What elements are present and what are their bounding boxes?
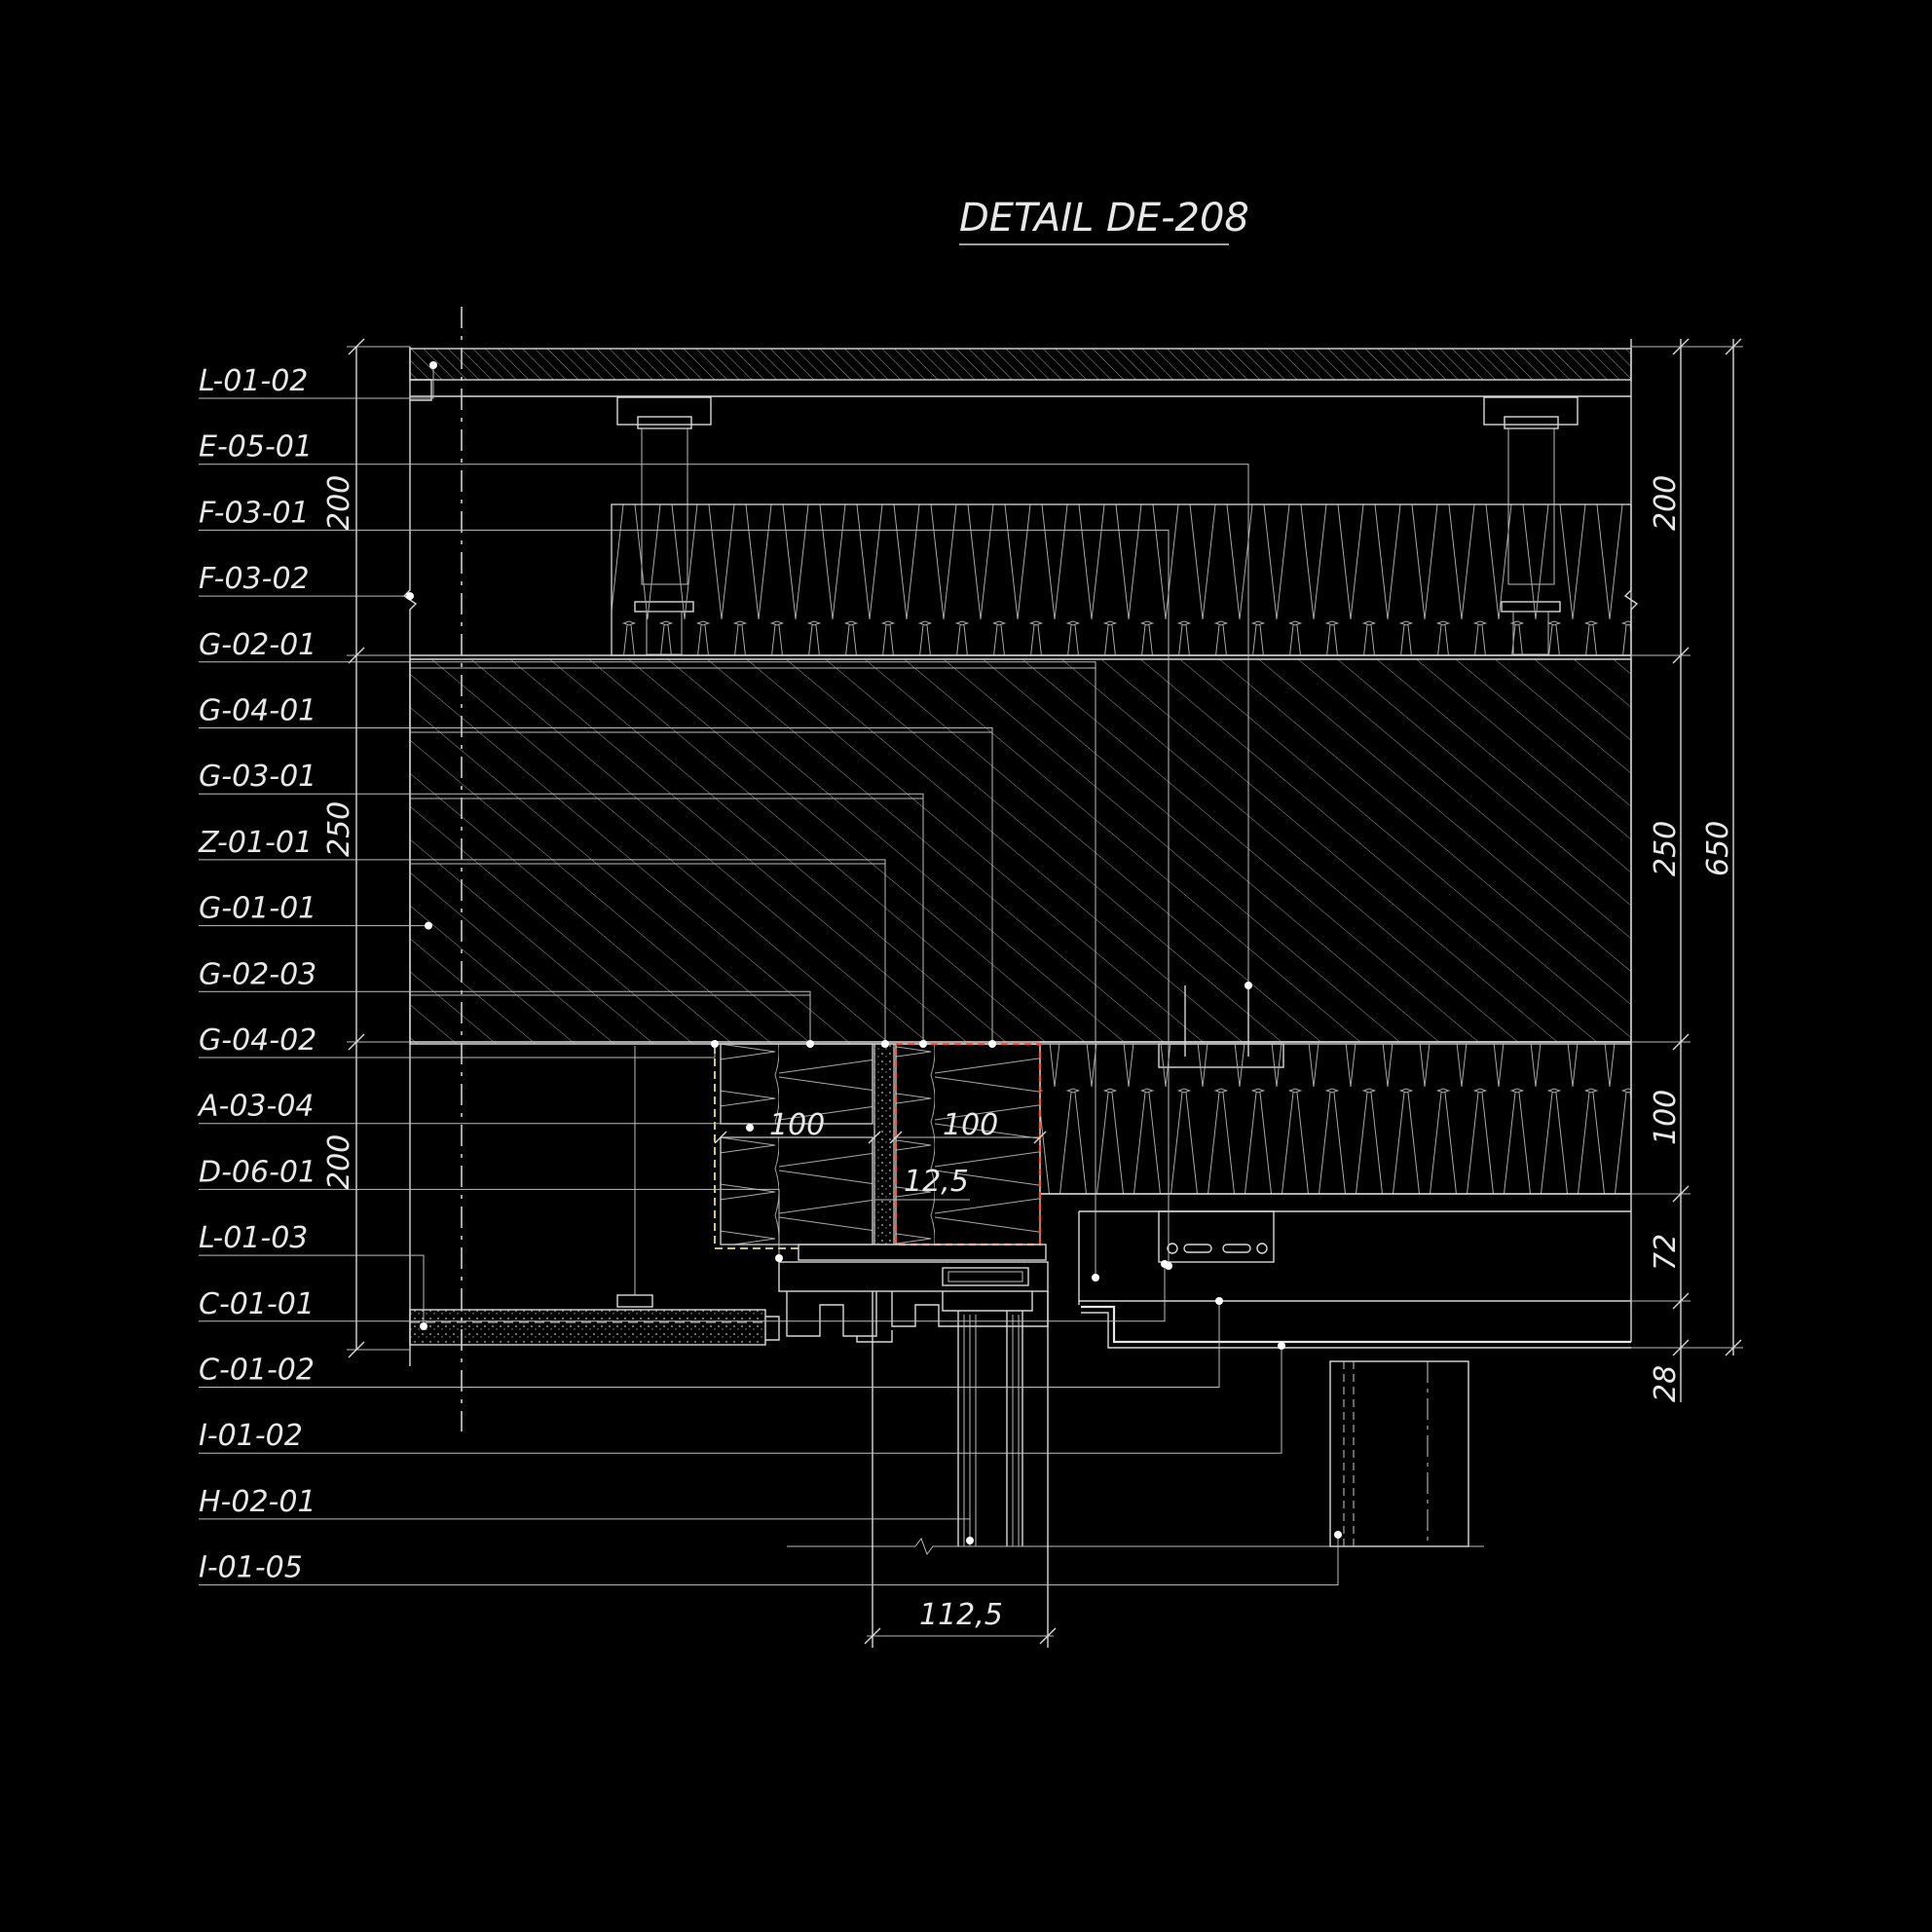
label-d-06-01: D-06-01 xyxy=(199,1155,316,1189)
leader-dot-l-01-02 xyxy=(429,361,437,369)
mullion xyxy=(1329,1360,1469,1547)
leader-dot-f-03-02 xyxy=(406,592,414,601)
leader-dot-g-04-01 xyxy=(988,1040,996,1048)
leader-dot-i-01-02 xyxy=(1278,1342,1285,1350)
box-right xyxy=(894,1042,1042,1246)
leader-dot-i-01-05 xyxy=(1334,1531,1342,1539)
dim-right-72: 72 xyxy=(1649,1234,1683,1271)
lower-insulation xyxy=(1039,1043,1632,1195)
left-dimensions: 200 250 200 xyxy=(322,338,410,1358)
label-a-03-04: A-03-04 xyxy=(197,1090,315,1124)
leader-dot-g-04-02 xyxy=(711,1040,719,1048)
mortar-strip xyxy=(873,1043,895,1245)
dim-left-mid: 250 xyxy=(322,801,356,857)
window-frame xyxy=(778,1244,1049,1343)
label-g-04-02: G-04-02 xyxy=(199,1023,316,1058)
label-g-04-01: G-04-01 xyxy=(199,694,316,728)
leader-dot-h-02-01 xyxy=(966,1537,974,1544)
leader-a-03-04 xyxy=(199,1123,751,1128)
leader-z-01-01 xyxy=(199,859,886,1044)
label-i-01-02: I-01-02 xyxy=(199,1419,303,1453)
leader-f-03-01 xyxy=(199,529,1170,1266)
label-list: L-01-02E-05-01F-03-01F-03-02G-02-01G-04-… xyxy=(197,364,316,1585)
dim-right-28: 28 xyxy=(1649,1365,1683,1402)
label-c-01-02: C-01-02 xyxy=(199,1354,315,1388)
ceiling-board-left xyxy=(409,1046,780,1346)
leader-dot-e-05-01 xyxy=(1245,982,1252,989)
dim-gap: 12,5 xyxy=(904,1165,969,1199)
dim-right-250: 250 xyxy=(1649,821,1683,876)
leader-dot-g-02-01 xyxy=(1092,1274,1099,1282)
leader-c-01-01 xyxy=(199,1264,1166,1322)
leader-dot-g-02-03 xyxy=(806,1040,814,1048)
upper-insulation xyxy=(611,503,1632,656)
leader-e-05-01 xyxy=(199,464,1249,985)
label-f-03-02: F-03-02 xyxy=(199,562,310,596)
leader-dot-g-01-01 xyxy=(425,921,432,930)
leader-l-01-02 xyxy=(199,365,434,399)
box-left xyxy=(714,1043,873,1249)
label-g-03-01: G-03-01 xyxy=(199,760,316,794)
glazing xyxy=(787,1311,1484,1556)
dim-box-right: 100 xyxy=(943,1108,998,1142)
top-slab xyxy=(409,348,1632,401)
leader-c-01-02 xyxy=(199,1301,1220,1388)
label-e-05-01: E-05-01 xyxy=(199,430,313,464)
dim-bottom: 112,5 xyxy=(919,1598,1003,1632)
detail-title: DETAIL DE-208 xyxy=(959,196,1249,241)
leader-dot-z-01-01 xyxy=(881,1040,889,1048)
leader-g-02-01 xyxy=(199,661,1096,1278)
leader-i-01-05 xyxy=(199,1535,1339,1586)
label-f-03-01: F-03-01 xyxy=(199,496,310,530)
leaders xyxy=(199,361,1342,1586)
leader-i-01-02 xyxy=(199,1346,1282,1454)
leader-dot-c-01-01 xyxy=(1161,1260,1169,1268)
ceiling-cladding xyxy=(1081,1305,1631,1344)
dim-box-left: 100 xyxy=(769,1108,825,1142)
dim-left-top: 200 xyxy=(322,475,356,531)
leader-h-02-01 xyxy=(199,1518,971,1541)
leader-dot-c-01-02 xyxy=(1215,1297,1223,1305)
label-g-02-03: G-02-03 xyxy=(199,957,316,991)
leader-dot-g-03-01 xyxy=(919,1040,927,1048)
dim-right-100: 100 xyxy=(1649,1090,1683,1145)
concrete-slab xyxy=(409,658,1632,1045)
support-bracket xyxy=(1078,1210,1631,1305)
label-z-01-01: Z-01-01 xyxy=(198,826,313,860)
leader-dot-l-01-03 xyxy=(420,1322,427,1330)
inner-dimensions: 100 100 12,5 112,5 xyxy=(714,1108,1057,1648)
right-dimensions: 200 250 100 72 28 650 xyxy=(1631,338,1743,1402)
dim-right-total: 650 xyxy=(1701,821,1735,876)
leader-g-02-03 xyxy=(199,990,811,1044)
leader-g-03-01 xyxy=(199,793,924,1044)
leader-l-01-03 xyxy=(199,1254,425,1326)
label-c-01-01: C-01-01 xyxy=(199,1287,315,1321)
dim-right-200: 200 xyxy=(1649,475,1683,531)
dim-left-bottom: 200 xyxy=(322,1134,356,1190)
label-l-01-03: L-01-03 xyxy=(199,1221,308,1255)
label-h-02-01: H-02-01 xyxy=(199,1485,316,1519)
leader-g-04-02 xyxy=(199,1044,716,1059)
label-g-02-01: G-02-01 xyxy=(199,628,316,662)
leader-dot-a-03-04 xyxy=(746,1124,754,1132)
label-l-01-02: L-01-02 xyxy=(199,364,308,398)
label-i-01-05: I-01-05 xyxy=(199,1551,303,1585)
label-g-01-01: G-01-01 xyxy=(199,892,316,926)
leader-d-06-01 xyxy=(199,1188,780,1258)
leader-dot-d-06-01 xyxy=(775,1254,783,1262)
leader-g-04-01 xyxy=(199,727,993,1044)
